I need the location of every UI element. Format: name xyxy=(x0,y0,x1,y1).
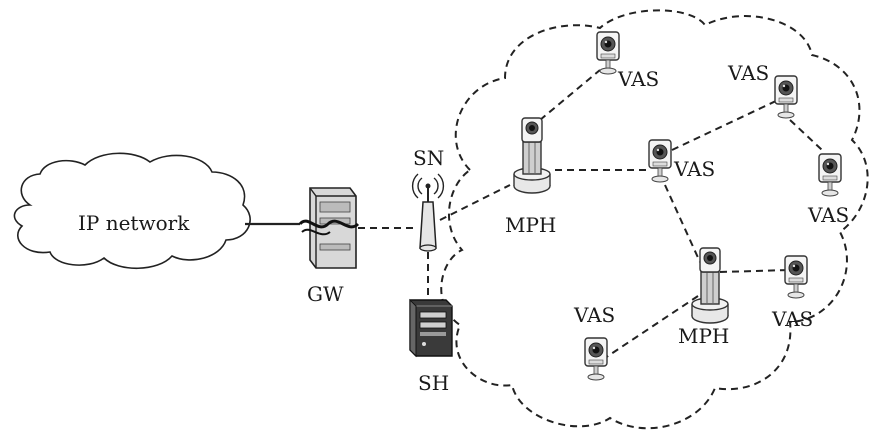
link-mph2-vas6 xyxy=(719,269,791,273)
vas-label-2: VAS xyxy=(727,61,769,85)
ip-camera-icon xyxy=(648,139,672,183)
mph-label-bottom: MPH xyxy=(678,324,729,348)
ip-network-label: IP network xyxy=(78,211,190,235)
link-vas2-vas4 xyxy=(789,119,823,151)
sh-label: SH xyxy=(418,371,449,395)
vas-label-1: VAS xyxy=(617,67,659,91)
mesh-cloud-boundary xyxy=(440,9,869,430)
ip-camera-icon xyxy=(818,153,842,197)
mesh-point-hub-icon xyxy=(513,117,551,194)
sn-label: SN xyxy=(413,146,444,170)
gw-label: GW xyxy=(307,282,344,306)
link-mph2-vas5 xyxy=(604,295,699,359)
gateway-icon xyxy=(298,187,360,269)
vas-label-3: VAS xyxy=(673,157,715,181)
vas-label-6: VAS xyxy=(771,307,813,331)
ip-camera-icon xyxy=(784,255,808,299)
ip-camera-icon xyxy=(584,337,608,381)
ip-camera-icon xyxy=(774,75,798,119)
link-mph1-vas1 xyxy=(539,69,601,121)
antenna-icon xyxy=(411,173,445,252)
server-icon xyxy=(409,298,453,358)
mesh-point-hub-icon xyxy=(691,247,729,324)
link-vas3-vas2 xyxy=(671,99,779,151)
link-sn-mph1 xyxy=(439,184,511,221)
link-vas3-mph2 xyxy=(664,184,701,263)
ip-network-cloud xyxy=(13,152,251,270)
vas-label-5: VAS xyxy=(573,303,615,327)
ip-camera-icon xyxy=(596,31,620,75)
vas-label-4: VAS xyxy=(807,203,849,227)
mph-label-top: MPH xyxy=(505,213,556,237)
